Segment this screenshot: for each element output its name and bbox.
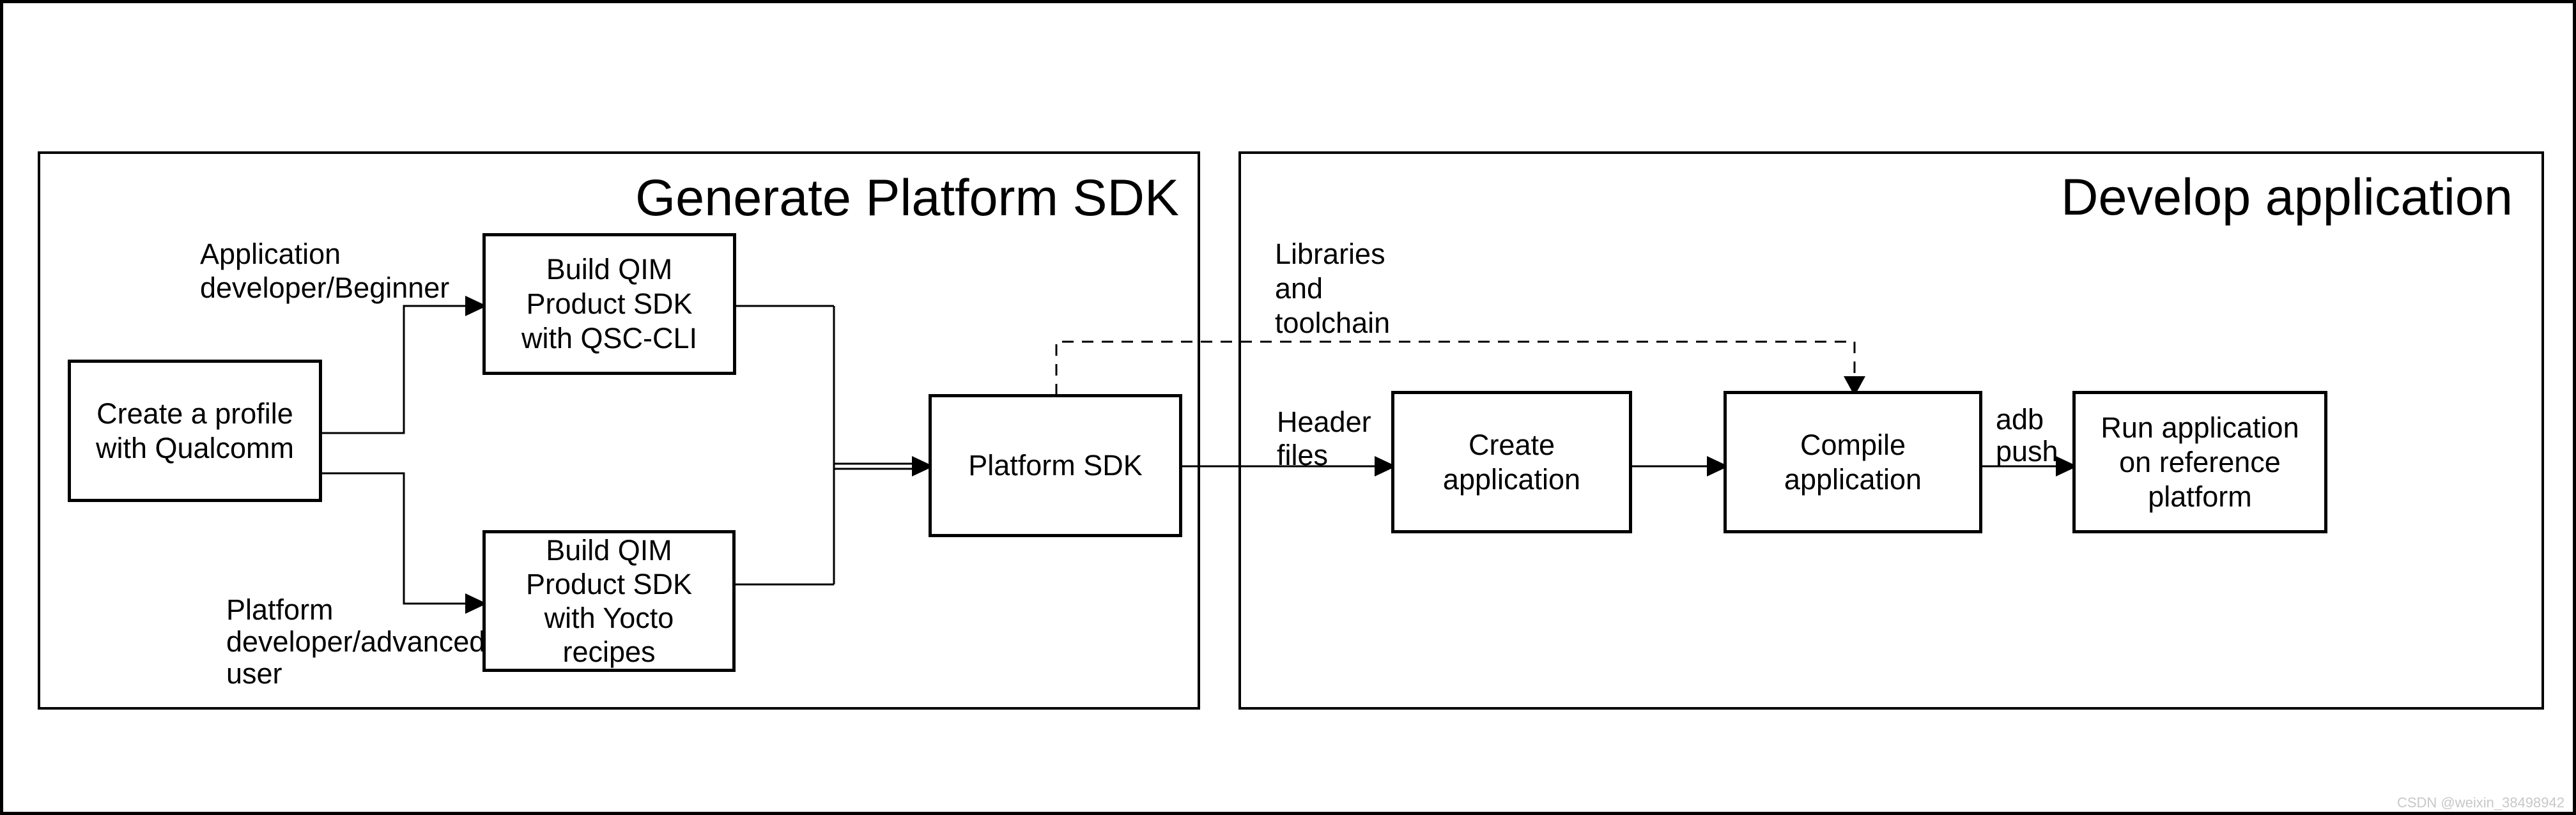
- node-compile-application: Compile application: [1724, 391, 1982, 533]
- label-platform-developer-advanced-user: Platform developer/advanced user: [226, 593, 486, 690]
- node-build-qim-product-sdk-qsc-cli: Build QIM Product SDK with QSC-CLI: [482, 233, 736, 375]
- panel-develop-application: [1238, 151, 2544, 710]
- node-build-qim-product-sdk-yocto: Build QIM Product SDK with Yocto recipes: [482, 530, 736, 672]
- node-create-profile: Create a profile with Qualcomm: [68, 360, 322, 502]
- node-platform-sdk: Platform SDK: [929, 394, 1182, 537]
- node-create-application: Create application: [1391, 391, 1632, 533]
- label-adb-push: adb push: [1996, 403, 2058, 468]
- panel-title-develop-application: Develop application: [2061, 169, 2513, 226]
- watermark: CSDN @weixin_38498942: [2396, 795, 2564, 811]
- label-application-developer-beginner: Application developer/Beginner: [200, 238, 450, 304]
- label-header-files: Header files: [1277, 406, 1371, 471]
- label-libraries-and-toolchain: Libraries and toolchain: [1275, 238, 1391, 339]
- panel-title-generate-platform-sdk: Generate Platform SDK: [635, 169, 1179, 227]
- node-run-application: Run application on reference platform: [2072, 391, 2327, 533]
- panel-generate-platform-sdk: [38, 151, 1200, 710]
